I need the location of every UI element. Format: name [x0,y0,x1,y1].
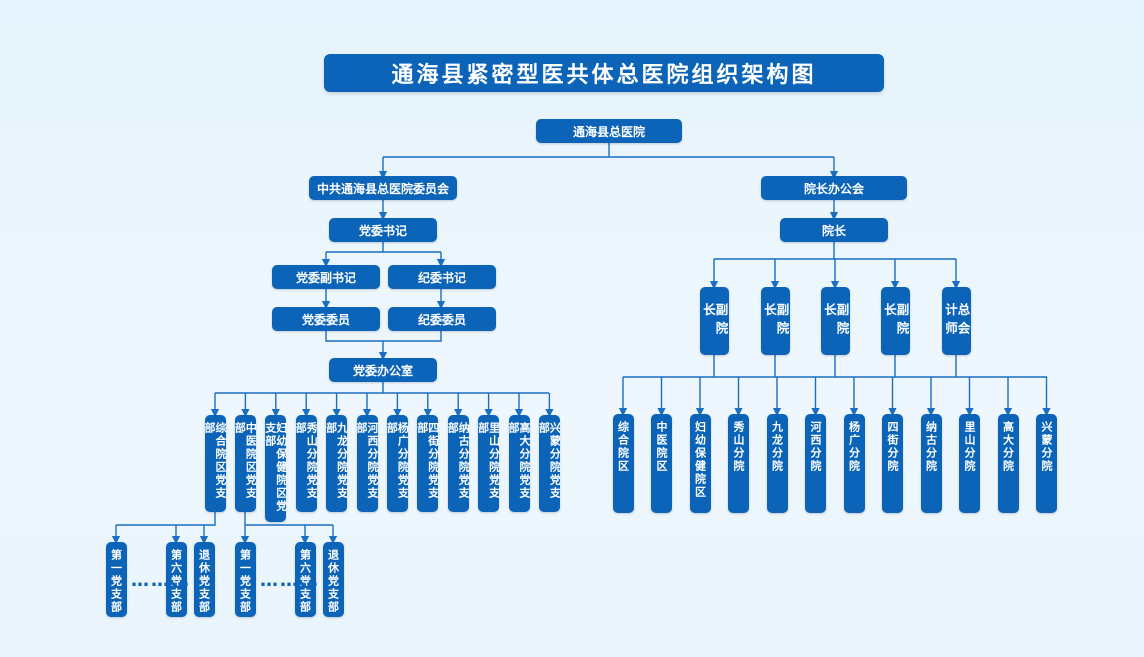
right-branch-10: 里山分院 [959,414,980,513]
right-branch-3-label: 妇幼保健院区 [693,421,707,499]
left-branch-7: 杨广分院党支部 [385,415,410,512]
left-branch-8-label: 四街分院党支部 [415,422,440,500]
vice-president-2: 副院长 [760,287,790,355]
right-branch-12-label: 兴蒙分院 [1040,421,1053,473]
left-branch-12-label: 兴蒙分院党支部 [537,422,562,500]
left-branch-4-label: 秀山分院党支部 [294,422,319,500]
right-branch-2: 中医院区 [651,414,672,513]
left-branch-10-label: 里山分院党支部 [476,422,501,500]
vice-president-4: 副院长 [880,287,910,355]
vice-president-5-label: 总会计师 [943,303,971,340]
node-root: 通海县总医院 [536,119,682,143]
left-branch-1-label: 综合院区党支部 [203,422,227,500]
right-branch-2-label: 中医院区 [655,421,668,473]
sub-branch-a-2: 第六党支部 [165,542,187,617]
right-branch-7: 杨广分院 [843,414,865,513]
left-branch-8: 四街分院党支部 [415,415,440,512]
right-branch-9-label: 纳古分院 [924,421,938,473]
page-title: 通海县紧密型医共体总医院组织架构图 [324,54,884,92]
right-branch-4: 秀山分院 [728,414,749,513]
vice-president-1-label: 副院长 [701,303,729,340]
right-branch-11: 高大分院 [997,414,1019,513]
ellipsis-a: ……… [131,570,191,591]
sub-branch-a-1: 第一党支部 [105,542,127,617]
node-party-secretary: 党委书记 [329,218,437,242]
right-branch-5: 九龙分院 [766,414,788,513]
left-branch-1: 综合院区党支部 [203,415,227,512]
left-branch-5: 九龙分院党支部 [324,415,349,512]
left-branch-7-label: 杨广分院党支部 [385,422,410,500]
left-branch-6-label: 河西分院党支部 [355,422,379,500]
sub-branch-a-3-label: 退休党支部 [197,549,211,614]
left-branch-9: 纳古分院党支部 [446,415,471,512]
vice-president-3-label: 副院长 [822,303,850,340]
right-branch-11-label: 高大分院 [1001,421,1015,473]
node-party-committee: 中共通海县总医院委员会 [309,176,457,200]
sub-branch-b-1: 第一党支部 [234,542,256,617]
vice-president-3: 副院长 [820,287,850,355]
left-branch-3: 妇幼保健院区党支部 [263,415,288,522]
node-party-member: 党委委员 [272,307,380,331]
right-branch-6-label: 河西分院 [809,421,822,473]
vice-president-1: 副院长 [699,287,729,355]
left-branch-11: 高大分院党支部 [507,415,531,512]
right-branch-1-label: 综合院区 [616,421,630,473]
node-party-office: 党委办公室 [329,358,437,382]
vice-president-4-label: 副院长 [882,303,910,340]
left-branch-2: 中医院区党支部 [233,415,258,512]
node-deputy-secretary: 党委副书记 [272,265,380,289]
vice-president-5: 总会计师 [941,287,971,355]
node-discipline-secretary: 纪委书记 [388,265,496,289]
ellipsis-b: ……… [260,570,320,591]
node-president: 院长 [780,218,888,242]
node-president-office: 院长办公会 [761,176,907,200]
left-branch-10: 里山分院党支部 [476,415,501,512]
sub-branch-b-3: 退休党支部 [322,542,344,617]
node-discipline-member: 纪委委员 [388,307,496,331]
right-branch-4-label: 秀山分院 [732,421,745,473]
sub-branch-b-2-label: 第六党支部 [298,549,312,614]
right-branch-5-label: 九龙分院 [770,421,784,473]
sub-branch-a-2-label: 第六党支部 [169,549,183,614]
sub-branch-b-2: 第六党支部 [294,542,316,617]
left-branch-9-label: 纳古分院党支部 [446,422,471,500]
left-branch-6: 河西分院党支部 [355,415,379,512]
right-branch-3: 妇幼保健院区 [689,414,711,513]
right-branch-9: 纳古分院 [920,414,942,513]
right-branch-8: 四街分院 [882,414,903,513]
sub-branch-b-3-label: 退休党支部 [326,549,340,614]
sub-branch-a-3: 退休党支部 [193,542,215,617]
right-branch-7-label: 杨广分院 [847,421,861,473]
right-branch-8-label: 四街分院 [886,421,899,473]
left-branch-3-label: 妇幼保健院区党支部 [263,422,288,513]
right-branch-1: 综合院区 [612,414,634,513]
left-branch-5-label: 九龙分院党支部 [324,422,349,500]
left-branch-2-label: 中医院区党支部 [233,422,258,500]
sub-branch-b-1-label: 第一党支部 [238,549,252,614]
vice-president-2-label: 副院长 [762,303,790,340]
left-branch-4: 秀山分院党支部 [294,415,319,512]
sub-branch-a-1-label: 第一党支部 [109,549,123,614]
left-branch-11-label: 高大分院党支部 [507,422,531,500]
right-branch-12: 兴蒙分院 [1036,414,1057,513]
right-branch-10-label: 里山分院 [963,421,976,473]
right-branch-6: 河西分院 [805,414,826,513]
left-branch-12: 兴蒙分院党支部 [537,415,562,512]
